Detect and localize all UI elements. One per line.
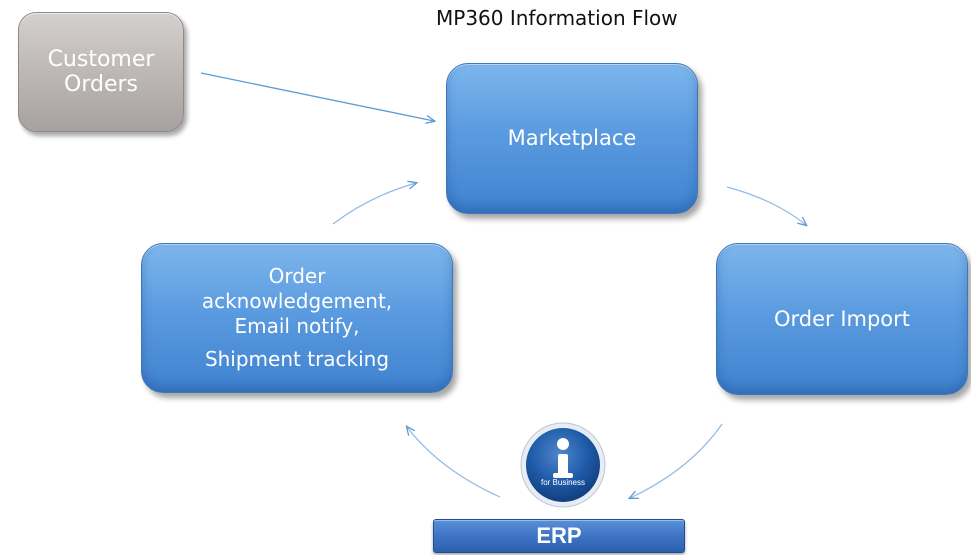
erp-box: ERP (433, 519, 685, 553)
arrow-order-ack-to-marketplace (332, 183, 416, 225)
order-ack-line-3: Email notify, (234, 314, 360, 338)
order-acknowledgement-box: Order acknowledgement, Email notify, Shi… (141, 243, 453, 393)
diagram-title: MP360 Information Flow (436, 6, 678, 30)
order-import-box: Order Import (716, 243, 968, 395)
customer-orders-box: Customer Orders (18, 12, 184, 132)
ibm-i-for-business-logo (520, 422, 606, 508)
arrow-customer-to-marketplace (200, 72, 434, 121)
info-dot (557, 438, 569, 450)
info-base (553, 473, 573, 478)
customer-orders-line-2: Orders (64, 72, 138, 97)
marketplace-label: Marketplace (507, 126, 637, 151)
info-stem (558, 454, 568, 476)
order-ack-line-1: Order (268, 264, 326, 288)
arrow-order-import-to-erp (630, 423, 723, 498)
order-import-label: Order Import (773, 306, 911, 331)
order-ack-line-4: Shipment tracking (204, 347, 390, 371)
erp-label: ERP (536, 523, 582, 548)
arrow-erp-to-order-ack (407, 427, 501, 498)
arrow-marketplace-to-order-import (726, 186, 806, 225)
logo-caption: for Business (540, 478, 586, 487)
customer-orders-line-1: Customer (47, 46, 155, 72)
order-ack-line-2: acknowledgement, (201, 289, 393, 313)
marketplace-box: Marketplace (446, 63, 698, 214)
